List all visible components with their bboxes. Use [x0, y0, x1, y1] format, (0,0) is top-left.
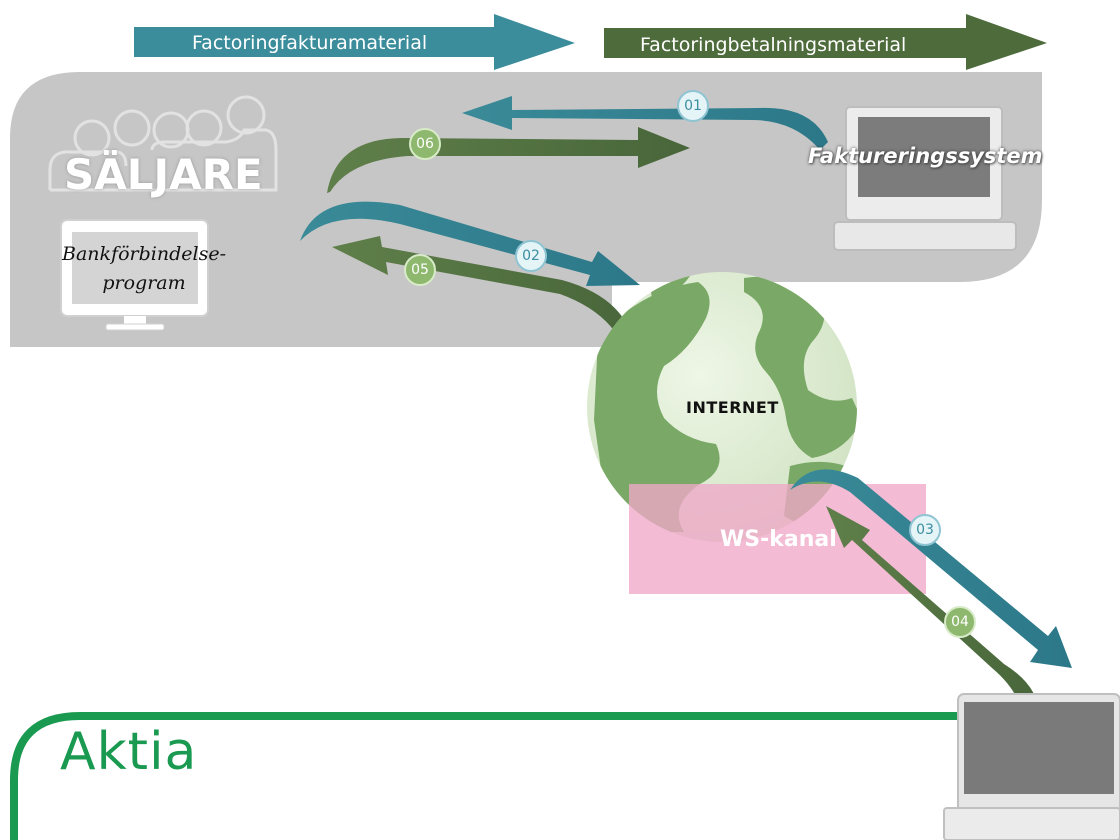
seller-area: [10, 72, 1042, 347]
step-badge-04: 04: [944, 606, 976, 638]
bank-program-line-2: program: [102, 272, 186, 294]
legend-invoice-arrow: [134, 14, 575, 70]
aktia-logo: Aktia: [60, 722, 198, 782]
internet-label: INTERNET: [686, 398, 779, 417]
step-badge-01: 01: [677, 90, 709, 122]
laptop-icon: [943, 693, 1120, 840]
aktia-frame: [10, 712, 960, 840]
billing-system-label: Faktureringssystem: [808, 144, 1043, 168]
step-badge-05: 05: [404, 254, 436, 286]
bank-program-label: Bankförbindelse- program: [44, 240, 244, 298]
step-badge-03: 03: [909, 514, 941, 546]
legend-payment-label: Factoringbetalningsmaterial: [640, 34, 907, 56]
step-badge-02: 02: [515, 240, 547, 272]
ws-channel-label: WS-kanal: [720, 527, 837, 552]
legend-payment-arrow: [604, 14, 1047, 70]
computer-icon: [833, 106, 1017, 251]
arrow-02: [300, 201, 640, 286]
bank-program-line-1: Bankförbindelse-: [62, 243, 226, 265]
people-icon: [48, 95, 278, 192]
arrow-01: [462, 96, 828, 150]
arrow-04: [826, 506, 1039, 738]
arrow-03: [790, 469, 1072, 668]
legend-invoice-label: Factoringfakturamaterial: [192, 32, 428, 54]
arrow-05: [332, 236, 637, 375]
seller-title: SÄLJARE: [64, 150, 263, 199]
step-badge-06: 06: [409, 128, 441, 160]
monitor-icon: [60, 219, 209, 331]
